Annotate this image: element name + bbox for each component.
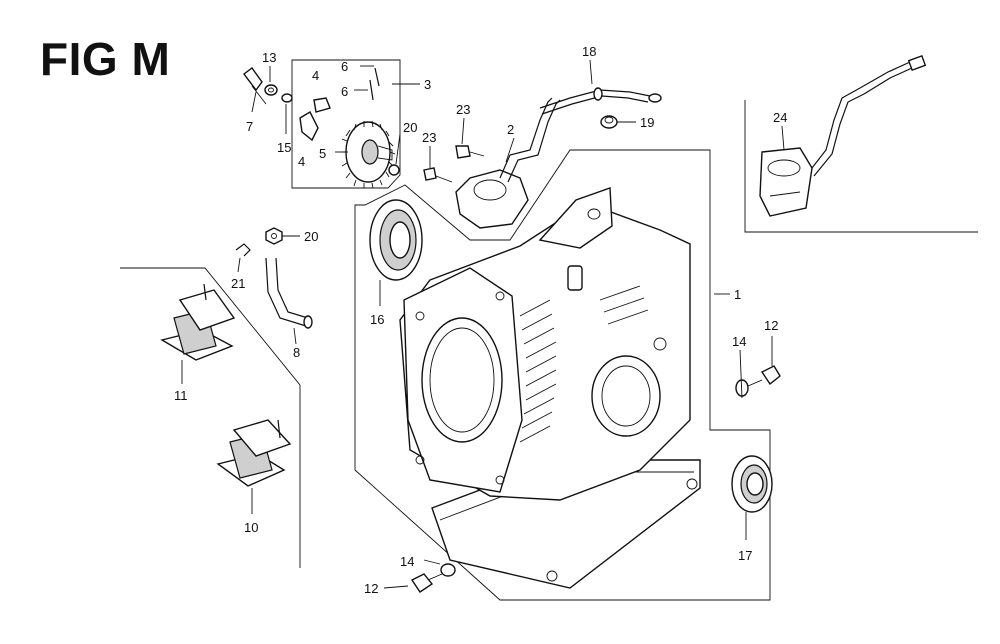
callout-4-upper: 4 — [312, 68, 319, 83]
governor-weight-4-lower — [299, 111, 319, 142]
figure-title: FIG M — [40, 33, 171, 85]
callout-24: 24 — [773, 110, 787, 125]
callout-8: 8 — [293, 345, 300, 360]
crankcase-1 — [399, 187, 701, 589]
callout-5: 5 — [319, 146, 326, 161]
lead-wire-18 — [539, 87, 662, 115]
clip-15 — [281, 93, 293, 103]
crankcase-group-border — [354, 149, 771, 601]
washer-13 — [264, 84, 278, 96]
oil-seal-17 — [731, 455, 773, 513]
engine-mount-11 — [160, 283, 236, 361]
callout-14-right: 14 — [732, 334, 746, 349]
callout-labels: 1 2 3 4 4 5 6 6 7 8 10 11 12 12 13 14 14… — [174, 44, 787, 596]
callout-12-right: 12 — [764, 318, 778, 333]
callout-14-bottom: 14 — [400, 554, 414, 569]
oil-sensor-24 — [759, 55, 927, 217]
nut-20-lower — [265, 227, 283, 245]
grommet-19 — [600, 115, 618, 129]
callout-17: 17 — [738, 548, 752, 563]
callout-15: 15 — [277, 140, 291, 155]
callout-4-lower: 4 — [298, 154, 305, 169]
callout-23-lower: 23 — [422, 130, 436, 145]
bolt-12-bottom — [410, 573, 443, 593]
callout-7: 7 — [246, 119, 253, 134]
engine-mount-10 — [216, 419, 292, 487]
callout-1: 1 — [734, 287, 741, 302]
callout-3: 3 — [424, 77, 431, 92]
group-boundary-lines — [120, 59, 978, 601]
bolt-23-lower — [423, 167, 453, 183]
washer-14-bottom — [440, 563, 456, 577]
pin-6-upper — [374, 67, 380, 87]
breather-tube-8 — [265, 257, 313, 329]
governor-weight-4-upper — [313, 97, 331, 113]
callout-21: 21 — [231, 276, 245, 291]
governor-group-box — [291, 59, 401, 189]
clip-21 — [235, 243, 251, 257]
callout-18: 18 — [582, 44, 596, 59]
callout-16: 16 — [370, 312, 384, 327]
callout-10: 10 — [244, 520, 258, 535]
callout-19: 19 — [640, 115, 654, 130]
pin-6-lower — [369, 79, 374, 101]
governor-gear-5 — [341, 120, 396, 189]
callout-20-upper: 20 — [403, 120, 417, 135]
callout-6-lower: 6 — [341, 84, 348, 99]
callout-11: 11 — [174, 388, 188, 403]
leader-lines — [181, 59, 785, 589]
callout-2: 2 — [507, 122, 514, 137]
bolt-7 — [243, 67, 267, 105]
callout-23-upper: 23 — [456, 102, 470, 117]
callout-13: 13 — [262, 50, 276, 65]
washer-20-upper — [388, 164, 400, 176]
sensor-inset-border — [744, 100, 978, 233]
callout-12-bottom: 12 — [364, 581, 378, 596]
bolt-12-right — [747, 365, 781, 387]
bearing-16 — [369, 199, 423, 281]
callout-6-upper: 6 — [341, 59, 348, 74]
mounts-group-border — [120, 267, 301, 568]
bolt-23-upper — [455, 145, 485, 159]
breather-cover-2 — [455, 97, 561, 229]
callout-20-lower: 20 — [304, 229, 318, 244]
